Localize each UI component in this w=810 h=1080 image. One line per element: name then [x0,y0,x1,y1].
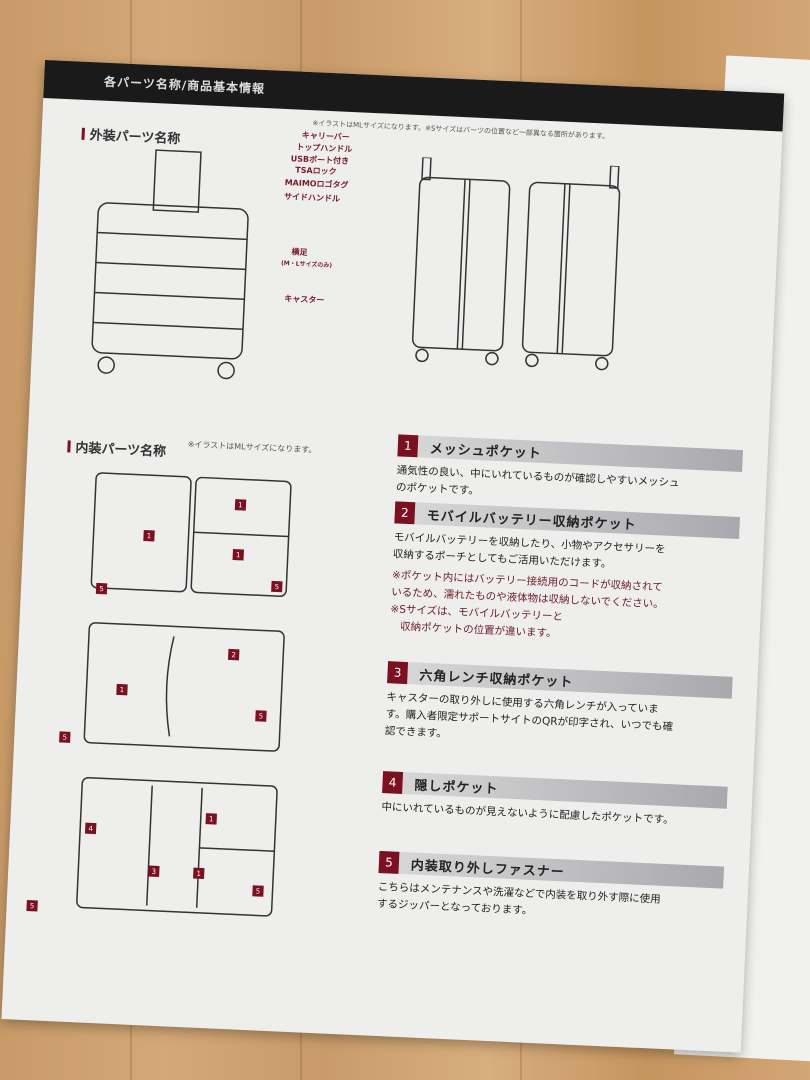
label-caster: キャスター [284,294,325,305]
item-title: 六角レンチ収納ポケット [419,668,574,691]
badge-2: 2 [227,648,240,661]
badge-4: 4 [84,822,97,835]
badge-5: 5 [26,900,38,912]
label-side-handle: サイドハンドル [283,191,341,204]
badge-1: 1 [143,529,155,542]
badge-1: 1 [116,683,128,696]
label-tsa-lock-2: TSAロック [295,165,337,177]
suitcase-side-illustration [411,156,621,371]
badge-1: 1 [205,813,217,825]
item-title: 隠しポケット [414,778,499,797]
item-title: 内装取り外しファスナー [410,857,566,880]
item-title: メッシュポケット [429,441,542,462]
badge-3: 3 [148,865,160,878]
badge-5: 5 [252,885,264,897]
suitcase-front-illustration [91,149,249,380]
interior-section-title: 内装パーツ名称 [67,436,167,460]
item-number: 3 [387,661,409,685]
interior-note: ※イラストはMLサイズになります。 [187,439,317,455]
badge-5: 5 [271,580,283,593]
badge-1: 1 [193,867,205,880]
badge-1: 1 [234,499,247,511]
page-title: 各パーツ名称/商品基本情報 [103,74,266,97]
label-carry-bar: キャリーバー [301,130,350,142]
item-title: モバイルバッテリー収納ポケット [426,508,637,533]
item-number: 5 [378,850,400,874]
badge-1: 1 [232,549,244,561]
item-number: 1 [397,434,419,458]
item-number: 4 [382,771,404,794]
label-logo-tag: MAIMOロゴタグ [284,178,349,190]
manual-page: 各パーツ名称/商品基本情報 ※イラストはMLサイズになります。※Sサイズはパーツ… [1,60,785,1053]
header-note: ※イラストはMLサイズになります。※Sサイズはパーツの位置など一部異なる箇所があ… [312,119,610,141]
badge-5: 5 [95,582,108,595]
badge-5: 5 [255,710,267,722]
item-number: 2 [394,501,416,525]
label-side-feet-note: (M・Lサイズのみ) [280,259,333,270]
header-banner: 各パーツ名称/商品基本情報 [43,60,785,132]
suitcase-interior-illustrations [76,472,292,917]
label-side-feet: 横足 [291,247,308,258]
badge-5: 5 [59,731,71,743]
